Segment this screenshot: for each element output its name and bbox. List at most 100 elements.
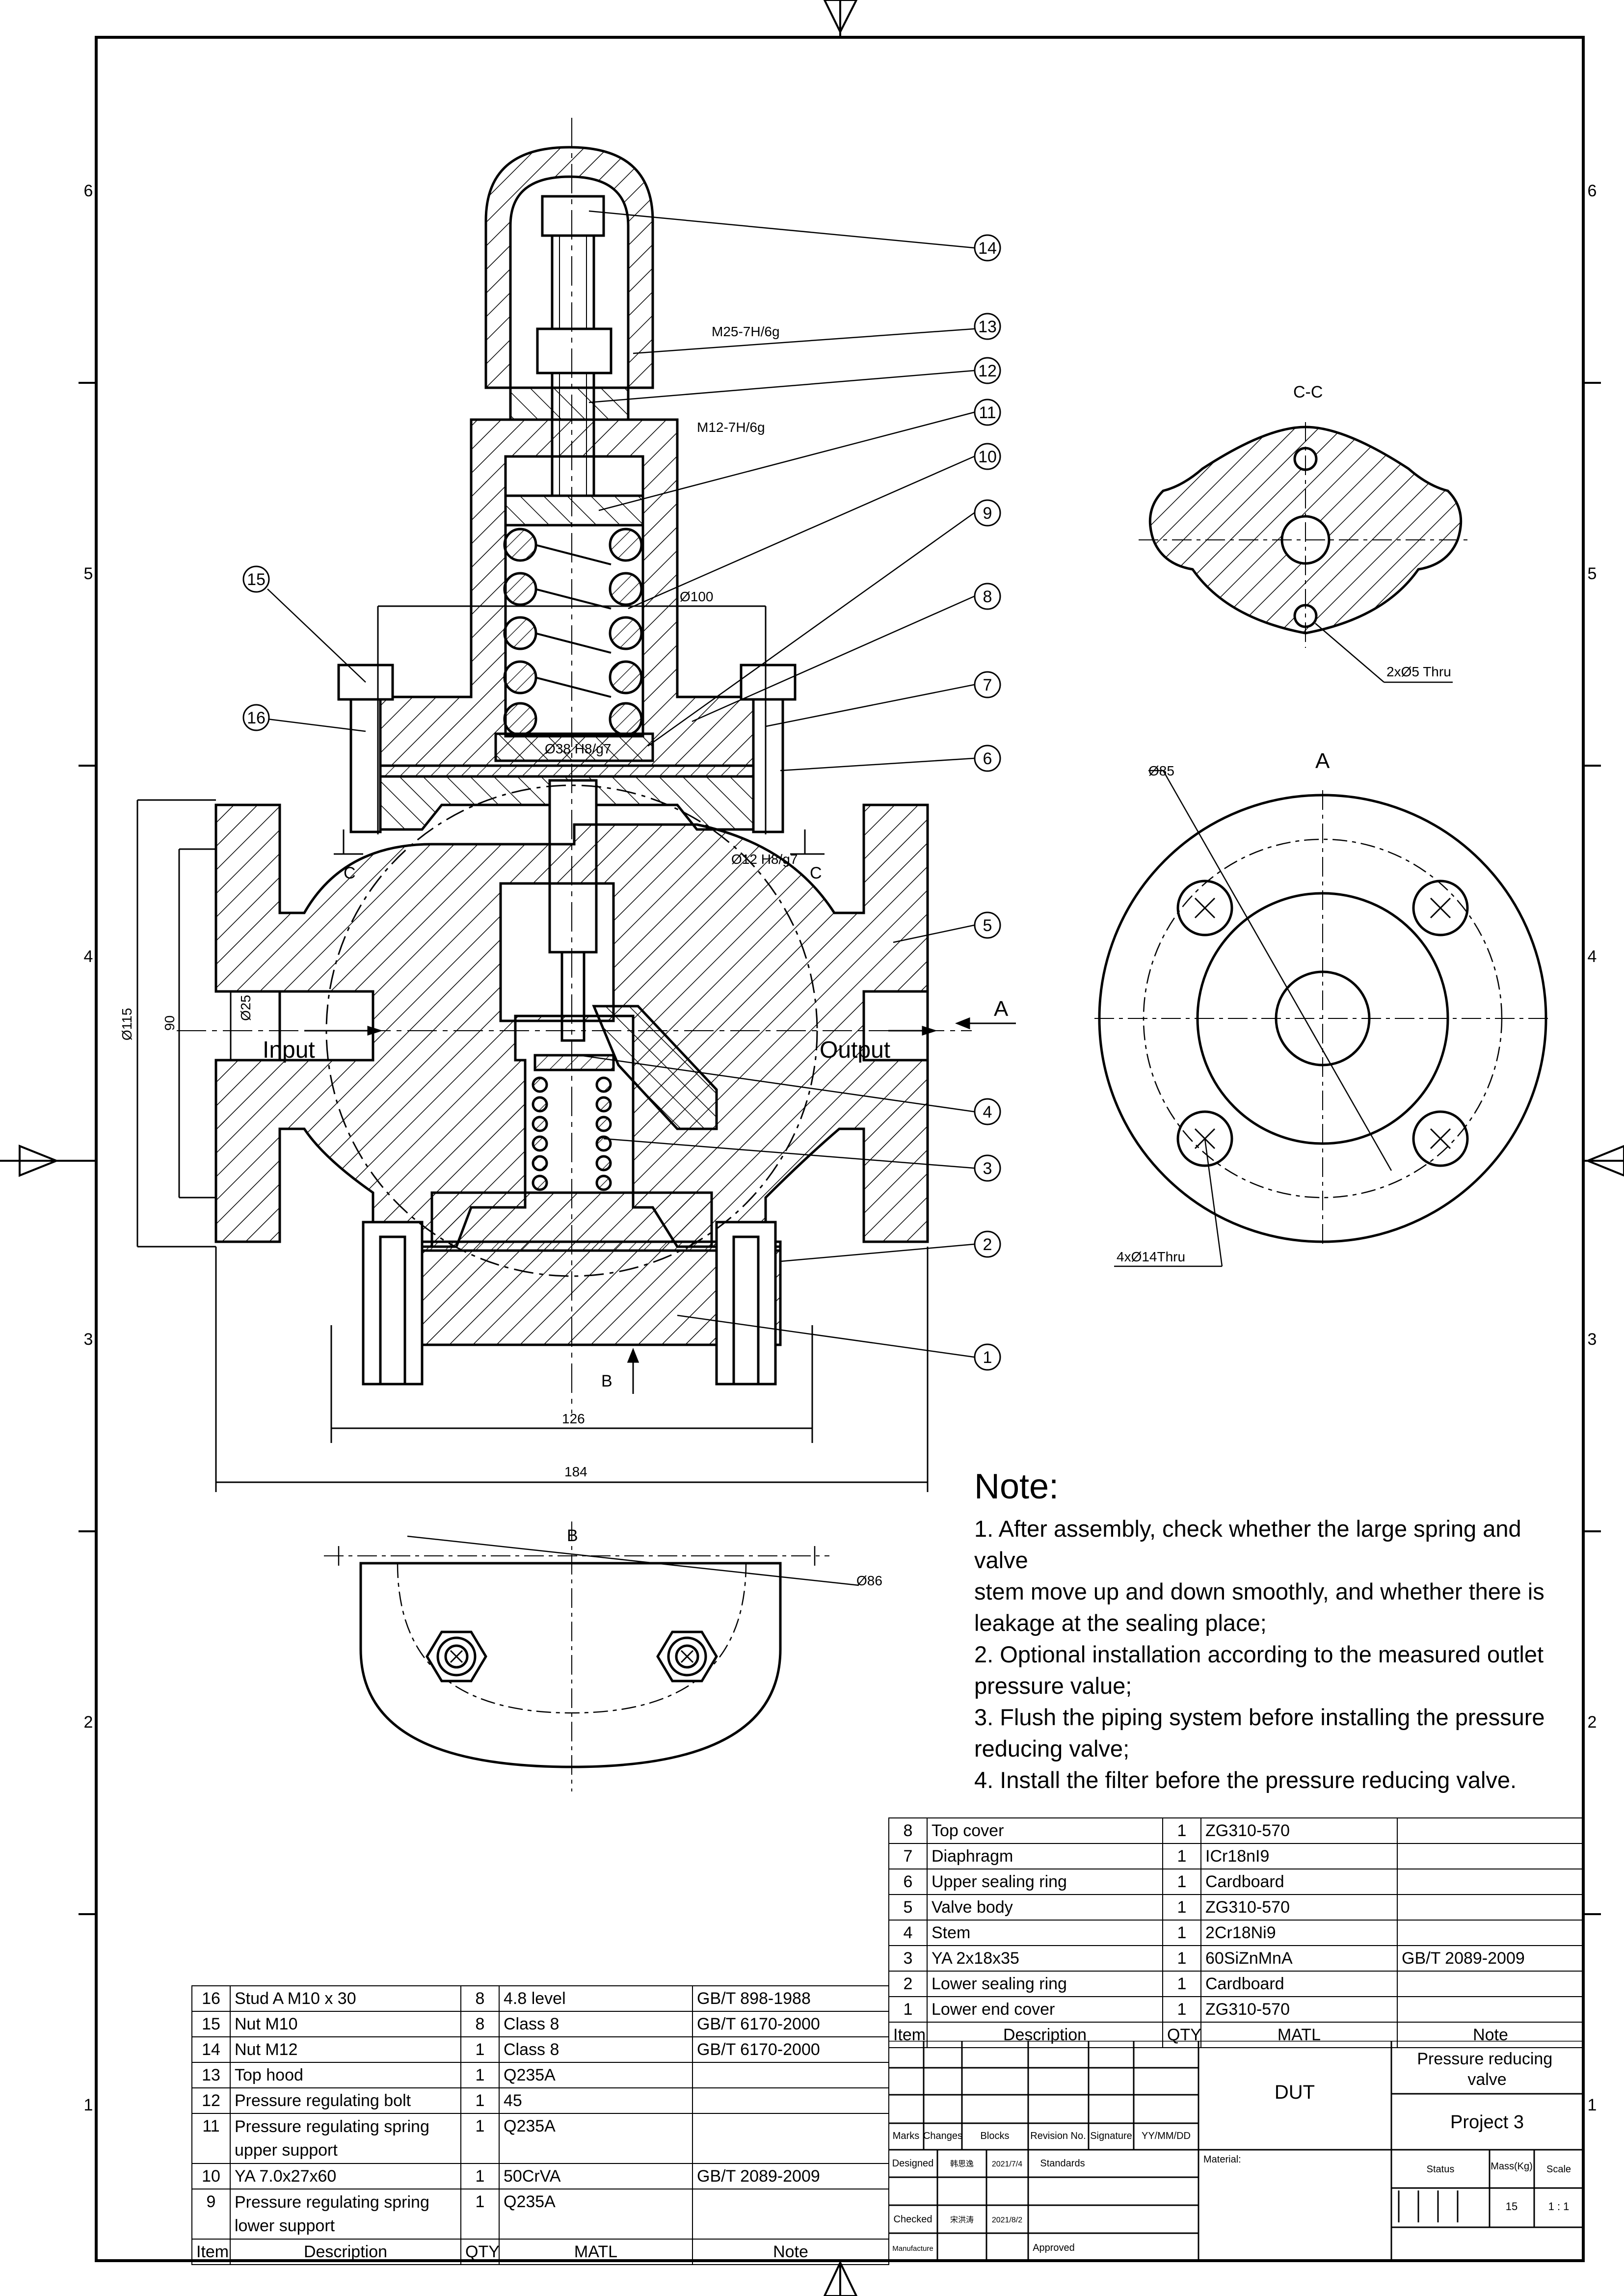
- svg-text:4: 4: [983, 1103, 992, 1121]
- note-line: stem move up and down smoothly, and whet…: [974, 1578, 1544, 1605]
- input-label: Input: [263, 1037, 315, 1063]
- scale-label: Scale: [1546, 2164, 1571, 2175]
- svg-text:1: 1: [983, 1348, 992, 1367]
- view-b-outline: [359, 1562, 782, 1768]
- zone-5-left: 5: [84, 564, 93, 583]
- output-label: Output: [820, 1037, 890, 1063]
- rev-header-date: YY/MM/DD: [1142, 2131, 1191, 2141]
- balloon-5: 5: [974, 911, 1001, 939]
- fit-12-label: Ø12 H8/g7: [731, 852, 798, 867]
- balloon-16: 16: [242, 704, 270, 731]
- svg-text:7: 7: [983, 676, 992, 694]
- balloon-11: 11: [974, 399, 1001, 426]
- view-a: [1094, 770, 1551, 1267]
- zone-4-left: 4: [84, 947, 93, 966]
- zone-2-right: 2: [1588, 1713, 1597, 1732]
- status-label: Status: [1427, 2164, 1455, 2175]
- svg-text:13: 13: [978, 318, 997, 336]
- balloon-6: 6: [974, 745, 1001, 772]
- section-cc-title: C-C: [1293, 383, 1323, 401]
- balloon-4: 4: [974, 1098, 1001, 1125]
- zone-1-left: 1: [84, 2096, 93, 2114]
- svg-text:5: 5: [983, 916, 992, 935]
- balloon-9: 9: [974, 499, 1001, 527]
- zone-numbers: 6 5 4 3 2 1 6 5 4 3 2 1: [84, 182, 1597, 2114]
- scale-value: 1 : 1: [1548, 2200, 1570, 2213]
- view-b-title: B: [567, 1526, 578, 1545]
- title-block: Marks Changes Blocks Revision No. Signat…: [888, 2041, 1583, 2261]
- company-name: DUT: [1275, 2082, 1315, 2103]
- spring-upper-support: [504, 494, 644, 527]
- balloon-13: 13: [974, 313, 1001, 340]
- part-name-line-2: valve: [1467, 2070, 1506, 2089]
- section-cc-view: [1139, 422, 1472, 683]
- dim-126-label: 126: [562, 1411, 585, 1426]
- project-name: Project 3: [1450, 2112, 1524, 2133]
- section-c-left: C: [344, 864, 356, 882]
- mass-label: Mass(Kg): [1491, 2161, 1533, 2172]
- small-spring: [532, 1054, 615, 1191]
- holes-cc-label: 2xØ5 Thru: [1386, 664, 1451, 679]
- diaphragm: [352, 764, 782, 778]
- note-line: leakage at the sealing place;: [974, 1610, 1267, 1636]
- balloon-7: 7: [974, 671, 1001, 698]
- zone-3-right: 3: [1588, 1330, 1597, 1349]
- svg-text:14: 14: [978, 239, 997, 258]
- checked-label: Checked: [894, 2214, 932, 2225]
- thread-bolt-label: M12-7H/6g: [697, 420, 765, 435]
- balloon-2: 2: [974, 1230, 1001, 1258]
- manufacture-label: Manufacture: [892, 2244, 933, 2253]
- stud-right: [752, 698, 784, 833]
- balloon-14: 14: [974, 234, 1001, 262]
- dia-25-label: Ø25: [238, 995, 253, 1021]
- rev-header-marks: Marks: [893, 2131, 919, 2141]
- leader-lines: [267, 210, 975, 1358]
- dia-85-label: Ø85: [1148, 763, 1174, 778]
- rev-header-signature: Signature: [1090, 2131, 1132, 2141]
- top-hood: [484, 146, 654, 389]
- dia-86-label: Ø86: [856, 1573, 882, 1588]
- dim-184-label: 184: [564, 1464, 587, 1479]
- note-line: pressure value;: [974, 1673, 1132, 1699]
- zone-3-left: 3: [84, 1330, 93, 1349]
- note-line: 4. Install the filter before the pressur…: [974, 1767, 1517, 1793]
- note-line: 1. After assembly, check whether the lar…: [974, 1516, 1521, 1574]
- mass-value: 15: [1506, 2200, 1518, 2213]
- zone-4-right: 4: [1588, 947, 1597, 966]
- notes-title: Note:: [974, 1467, 1059, 1506]
- svg-text:9: 9: [983, 504, 992, 523]
- zone-2-left: 2: [84, 1713, 93, 1732]
- svg-text:10: 10: [978, 448, 997, 466]
- note-line: reducing valve;: [974, 1735, 1130, 1762]
- main-section-view: [177, 118, 972, 1414]
- fit-38-label: Ø38 H8/g7: [545, 741, 611, 756]
- rev-header-revision: Revision No.: [1030, 2131, 1086, 2141]
- notes: Note: 1. After assembly, check whether t…: [974, 1467, 1563, 1796]
- main-view-labels: M25-7H/6g M12-7H/6g Ø100 Ø38 H8/g7 Ø12 H…: [263, 324, 1009, 1479]
- main-dimensions: [136, 605, 1016, 1492]
- nut-m10-right-top: [740, 664, 797, 701]
- regulating-bolt-head: [541, 195, 605, 237]
- balloon-12: 12: [974, 357, 1001, 384]
- balloon-1: 1: [974, 1343, 1001, 1371]
- rev-header-blocks: Blocks: [981, 2131, 1010, 2141]
- designed-date: 2021/7/4: [992, 2160, 1022, 2168]
- material-label: Material:: [1203, 2154, 1241, 2165]
- zone-ticks: [79, 382, 1601, 1915]
- balloon-15: 15: [242, 565, 270, 593]
